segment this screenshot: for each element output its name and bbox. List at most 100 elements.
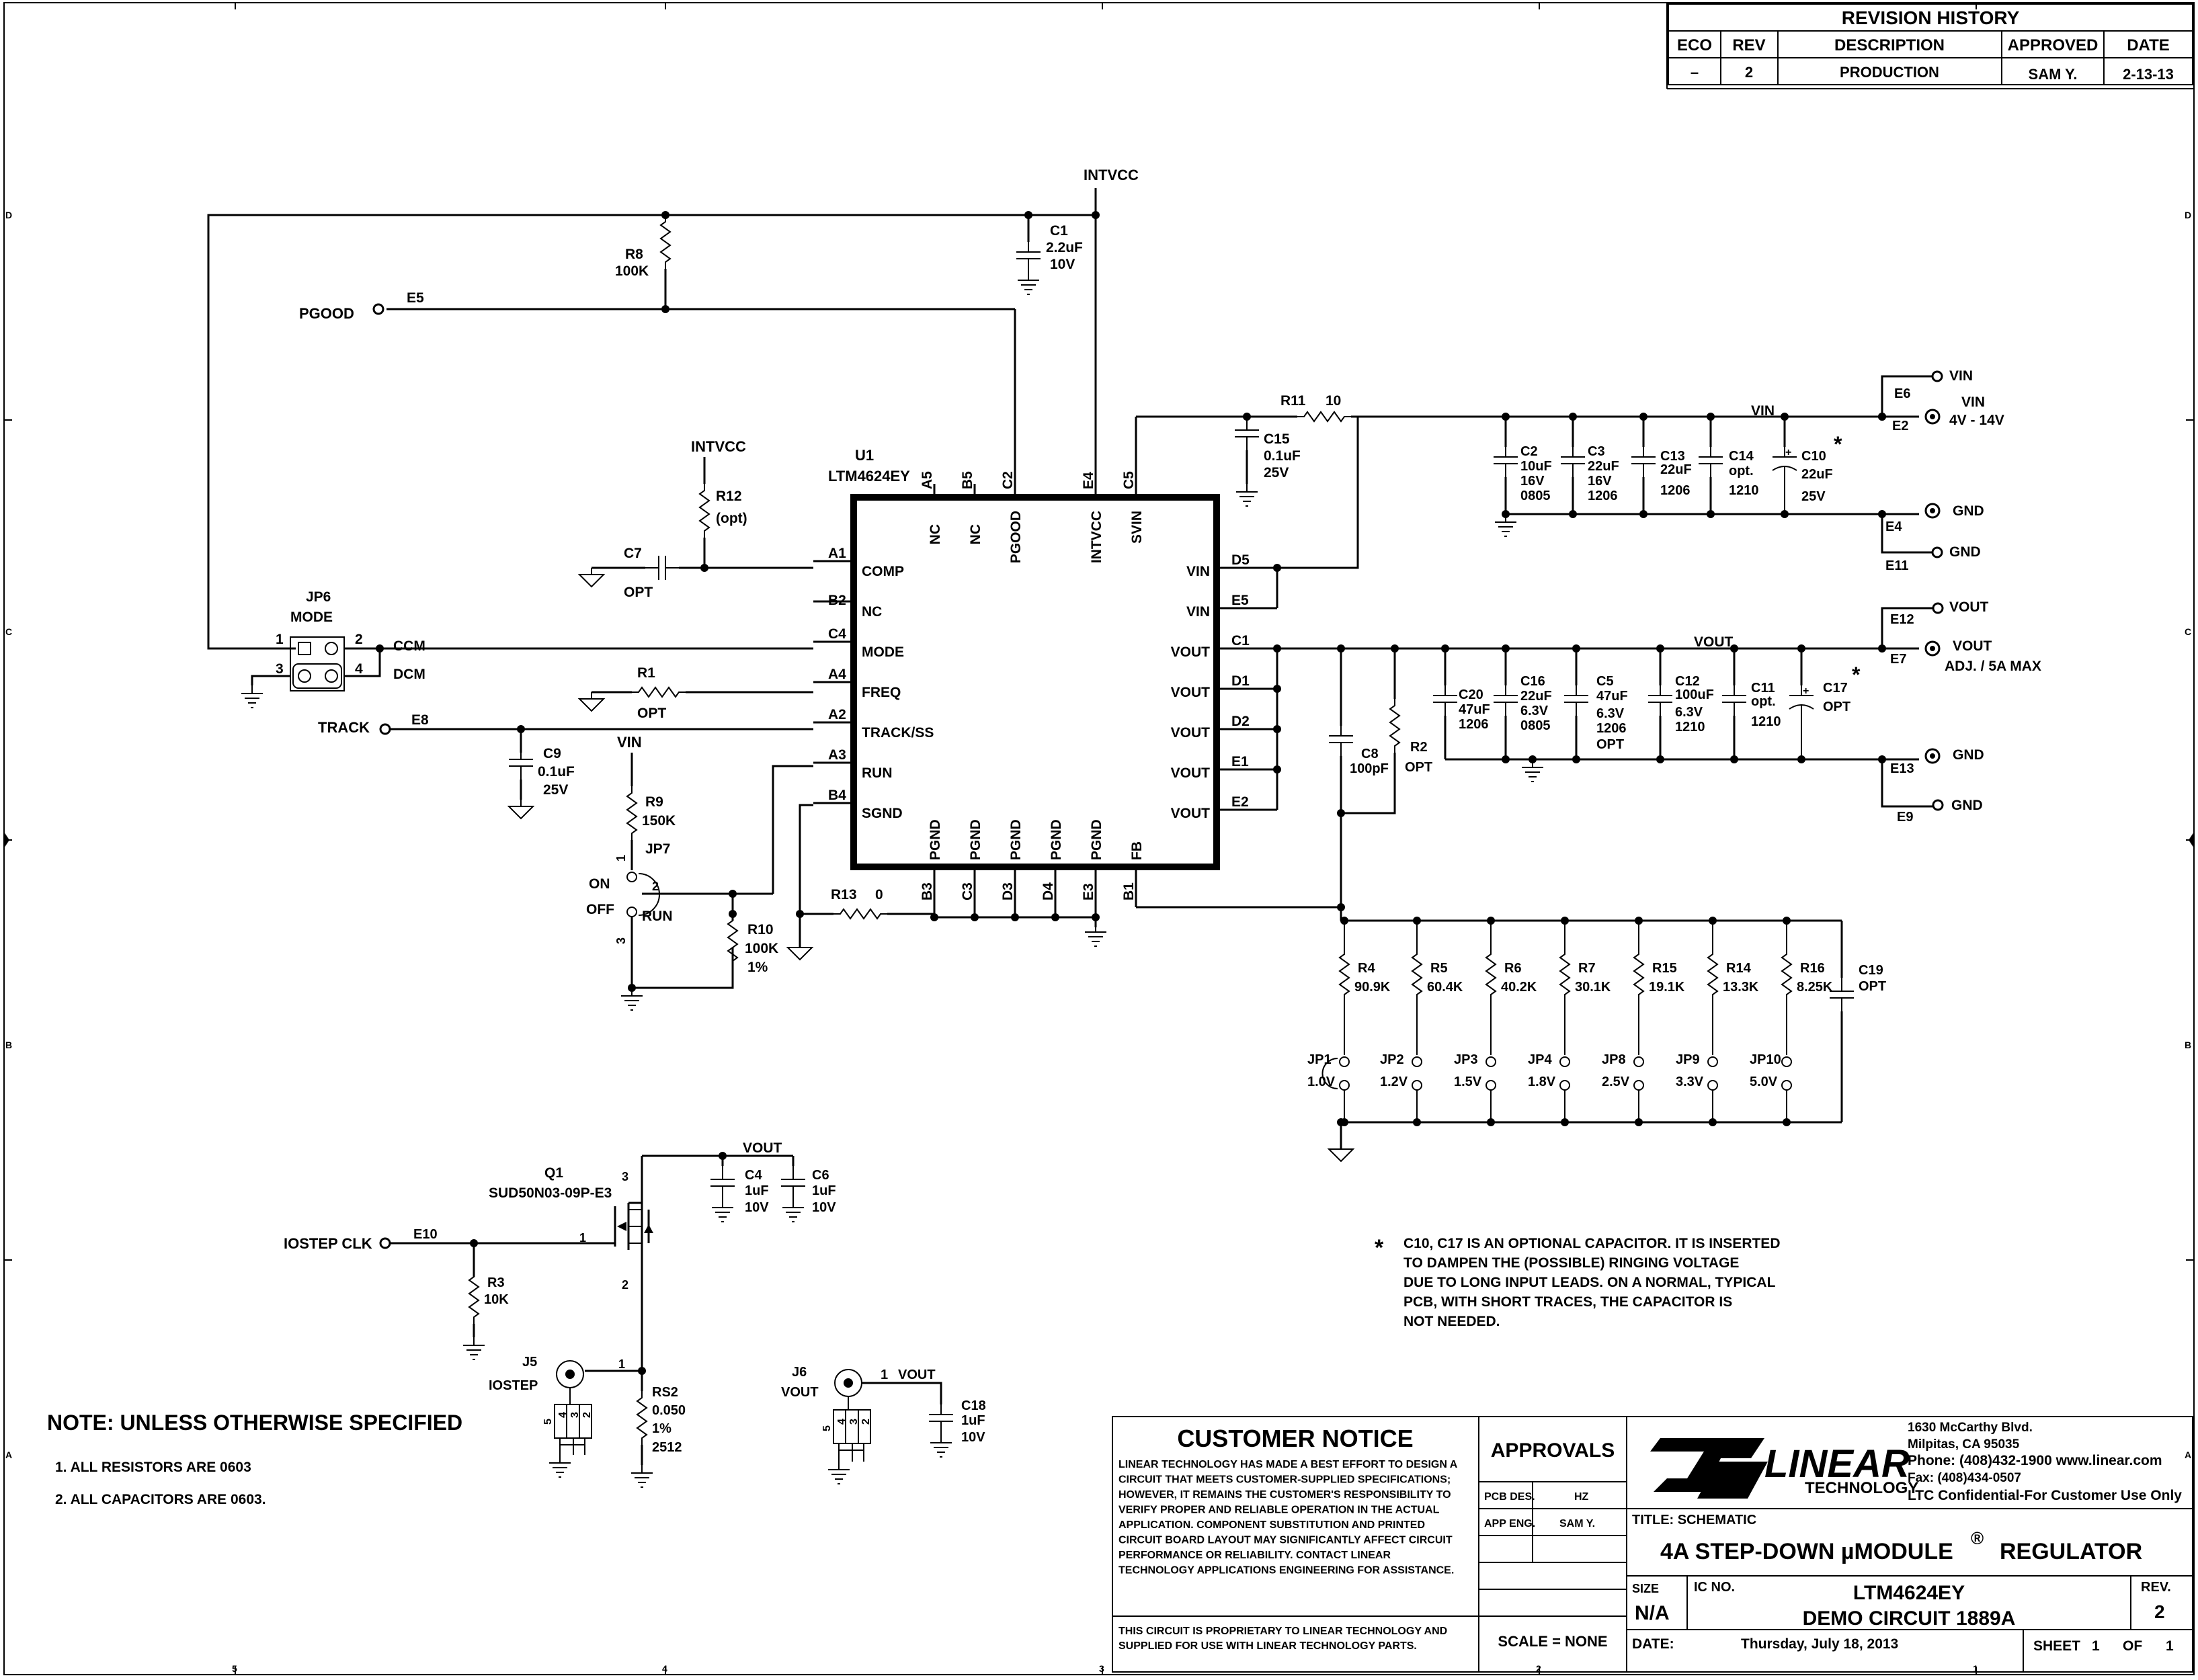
c6-rating: 10V [812,1200,836,1215]
r9-symbol [626,786,637,841]
ic-pin-num: D4 [1041,882,1056,900]
ic-pin-num: E4 [1081,472,1096,489]
c19-value: OPT [1859,979,1886,994]
r8-symbol [660,214,671,269]
ic-pin-name: NC [968,524,983,544]
dcm-label: DCM [393,667,425,682]
grid-row-label: B [5,1040,12,1050]
r2-ref: R2 [1410,740,1428,755]
ic-pin-num: C5 [1121,471,1137,489]
j5-label: IOSTEP [489,1378,538,1393]
c4-symbol [710,1165,735,1200]
e7-range: ADJ. / 5A MAX [1945,659,2041,674]
sheet-frame [3,2,2195,1675]
c3-symbol [1560,443,1586,478]
e8-label: E8 [411,712,429,728]
q1-pin: 2 [622,1278,628,1292]
c3-rating: 16V [1588,474,1612,489]
ic-pin-name: PGOOD [1008,511,1024,563]
fb-resistor-value: 90.9K [1354,980,1391,995]
c9-ref: C9 [543,746,561,761]
jp7-on-label: ON [589,876,610,892]
revision-header: REV [1732,36,1765,54]
jp7-off-label: OFF [586,902,614,917]
net-label-pgood: PGOOD [299,305,354,322]
c18-rating: 10V [961,1430,985,1445]
ic-ref: U1 [855,447,874,464]
ground-symbol [1494,513,1517,537]
ic-pin-num: B4 [828,788,846,803]
ic-pin-name: VOUT [1171,806,1211,821]
ground-symbol [1328,1142,1354,1162]
ic-pin-num: E3 [1081,883,1096,900]
footnote-line: NOT NEEDED. [1403,1314,1500,1329]
c4-ref: C4 [745,1168,762,1183]
ground-symbol [548,1454,571,1478]
schematic-title: 4A STEP-DOWN µMODULE [1660,1539,1953,1564]
c20-symbol [1432,681,1458,716]
c12-value: 100uF [1675,687,1714,702]
c15-value: 0.1uF [1264,448,1301,464]
ic-pin-num: D3 [1000,882,1016,900]
logo-subtitle: TECHNOLOGY [1805,1479,1918,1497]
c2-symbol [1493,443,1518,478]
ic-pin-num: A2 [828,707,846,722]
grid-col-label: 3 [1099,1663,1104,1674]
footnote-line: C10, C17 IS AN OPTIONAL CAPACITOR. IT IS… [1403,1236,1780,1251]
grid-row-label: C [5,626,12,637]
address-line: Phone: (408)432-1900 www.linear.com [1908,1453,2162,1468]
e4-terminal [1924,503,1941,519]
net-label-vin: VIN [617,734,642,751]
fb-resistor-ref: R6 [1504,961,1522,976]
c17-value: OPT [1823,700,1850,714]
fb-resistor-value: 13.3K [1723,980,1759,995]
e7-net: VOUT [1953,638,1992,654]
jp7-ref: JP7 [645,841,670,857]
ground-symbol [782,1199,805,1222]
c5-value: 47uF [1596,689,1628,704]
general-notes: NOTE: UNLESS OTHERWISE SPECIFIED 1. ALL … [47,1411,462,1507]
j6-pin: 3 [848,1419,860,1425]
net-label-vout: VOUT [743,1140,782,1156]
revision-history-table: REVISION HISTORY ECO REV DESCRIPTION APP… [1668,3,2193,85]
c5-opt: OPT [1596,737,1624,752]
r9-value: 150K [642,813,676,829]
demo-circuit: DEMO CIRCUIT 1889A [1803,1607,2016,1630]
rev-value: 2 [2154,1601,2165,1622]
c10-rating: 25V [1801,489,1826,504]
ground-symbol [1017,271,1040,295]
e10-terminal [379,1237,391,1249]
ground-symbol [630,1464,653,1488]
c2-rating: 16V [1520,474,1545,489]
e2-range: 4V - 14V [1949,413,2004,428]
r1-value: OPT [637,706,666,721]
c18-symbol [928,1400,954,1435]
jp6-pin: 3 [276,661,284,677]
j5-pin: 3 [569,1412,581,1418]
ic-pin-name: PGND [928,819,943,860]
track-network: TRACK E8 C9 0.1uF 25V [318,712,813,819]
e11-net: GND [1949,544,1981,560]
iostep-circuit: Q1 SUD50N03-09P-E3 3 2 1 E10 IOSTEP CLK … [284,1140,986,1488]
fb-jumper-ref: JP1 [1307,1052,1332,1067]
c14-symbol [1698,443,1723,478]
ic-pin-num: D2 [1231,714,1250,729]
ic-pin-num: E2 [1231,794,1249,810]
c16-value: 22uF [1520,689,1552,704]
ground-symbol [827,1461,850,1484]
c13-size: 1206 [1660,483,1691,498]
ic-pin-name: NC [862,604,882,620]
ic-pin-name: TRACK/SS [862,725,934,741]
r10-tol: 1% [747,960,768,975]
r1-ref: R1 [637,665,655,681]
c9-value: 0.1uF [538,764,575,780]
c17-polarity: + [1803,685,1809,697]
e12-net: VOUT [1949,599,1989,615]
c3-ref: C3 [1588,444,1605,459]
e9-net: GND [1951,798,1983,813]
e8-terminal [379,723,391,735]
ic-pin-name: VIN [1186,564,1210,579]
